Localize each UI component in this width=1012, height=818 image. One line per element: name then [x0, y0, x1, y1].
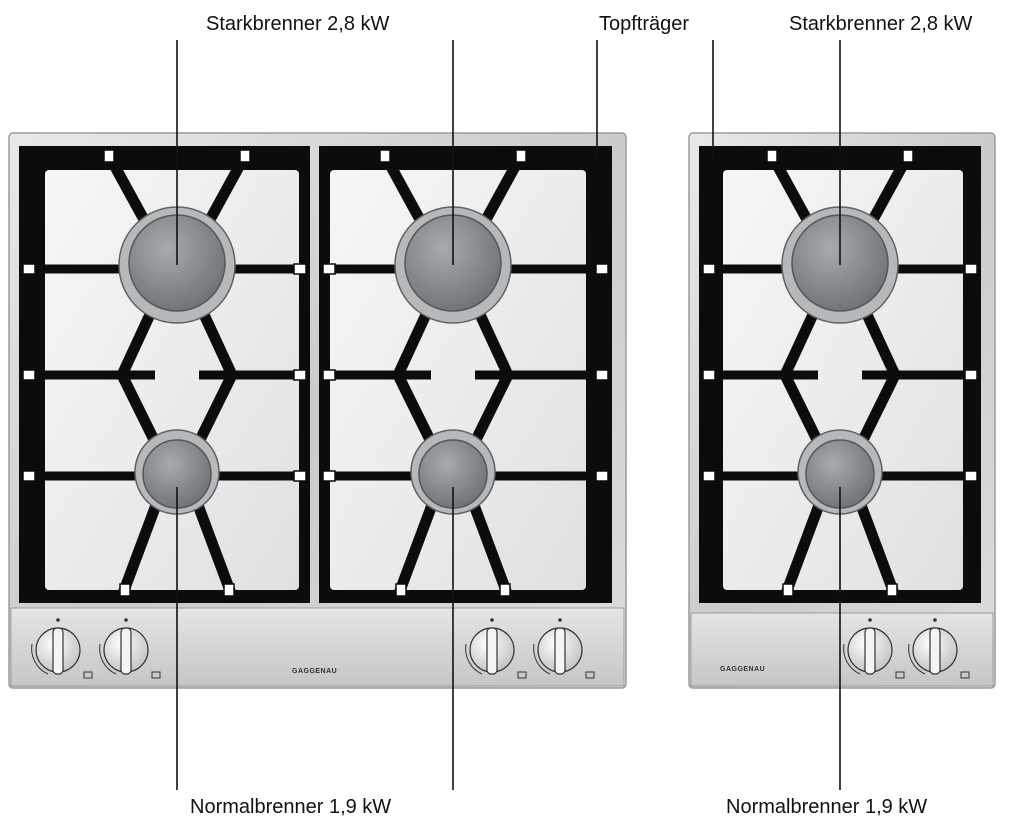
hob-left: GAGGENAU	[8, 132, 627, 689]
knob-indicator-4	[868, 618, 872, 622]
knob-handle-0	[52, 627, 64, 675]
grate-bar-diag-br-2	[852, 495, 901, 598]
grate-tip-bot-r-2	[886, 583, 898, 597]
grate-tip-0-2-l	[22, 470, 36, 482]
grate-tip-0-0-r	[293, 263, 307, 275]
knob-handle-4	[864, 627, 876, 675]
label-starkbrenner-right: Starkbrenner 2,8 kW	[789, 13, 973, 35]
grate-tip-0-1-l	[22, 369, 36, 381]
grate-bar-diag-bl-0	[116, 495, 165, 598]
grate-tip-bot-r-0	[223, 583, 235, 597]
knob-handle-3	[554, 627, 566, 675]
knob-indicator-1	[124, 618, 128, 622]
grate-tip-top-l-1	[379, 149, 391, 163]
knob-handle-5	[929, 627, 941, 675]
knob-scale-4	[843, 643, 861, 675]
knob-handle-2	[486, 627, 498, 675]
brand-right: GAGGENAU	[720, 666, 765, 673]
grate-bar-diag-br-1	[465, 495, 514, 598]
grate-tip-top-r-1	[515, 149, 527, 163]
plate-left-b	[330, 170, 586, 590]
grate-tip-1-1-l	[322, 369, 336, 381]
grate-tip-1-0-r	[595, 263, 609, 275]
burner-position-icon-1	[151, 671, 161, 679]
burner-position-icon-0	[83, 671, 93, 679]
knob-scale-5	[908, 643, 926, 675]
label-topftraeger: Topfträger	[599, 13, 689, 35]
label-starkbrenner-left: Starkbrenner 2,8 kW	[206, 13, 390, 35]
grate-tip-top-r-0	[239, 149, 251, 163]
knob-scale-3	[533, 643, 551, 675]
grate-tip-bot-l-0	[119, 583, 131, 597]
knob-indicator-0	[56, 618, 60, 622]
knob-indicator-5	[933, 618, 937, 622]
grate-tip-2-0-l	[702, 263, 716, 275]
grate-tip-top-l-0	[103, 149, 115, 163]
burners	[118, 206, 899, 515]
grate-tip-2-0-r	[964, 263, 978, 275]
label-normalbrenner-left: Normalbrenner 1,9 kW	[190, 796, 391, 818]
grate-bar-diag-bl-1	[392, 495, 441, 598]
grate-tip-2-1-l	[702, 369, 716, 381]
grate-tip-bot-r-1	[499, 583, 511, 597]
burner-position-icon-4	[895, 671, 905, 679]
burner-position-icon-3	[585, 671, 595, 679]
burner-position-icon-2	[517, 671, 527, 679]
grate-tip-1-1-r	[595, 369, 609, 381]
brand-left: GAGGENAU	[292, 668, 337, 675]
grate-tip-0-0-l	[22, 263, 36, 275]
leader-lines	[176, 40, 841, 790]
knob-indicator-3	[558, 618, 562, 622]
grate-tip-0-1-r	[293, 369, 307, 381]
label-normalbrenner-right: Normalbrenner 1,9 kW	[726, 796, 927, 818]
grate-tip-1-2-l	[322, 470, 336, 482]
grate-tip-1-2-r	[595, 470, 609, 482]
knob-scale-1	[99, 643, 117, 675]
grate-tip-bot-l-2	[782, 583, 794, 597]
grate-tip-2-2-r	[964, 470, 978, 482]
grate-tip-1-0-l	[322, 263, 336, 275]
control-knobs	[31, 618, 970, 679]
burner-position-icon-5	[960, 671, 970, 679]
knob-handle-1	[120, 627, 132, 675]
grate-tip-0-2-r	[293, 470, 307, 482]
plate-left-a	[45, 170, 299, 590]
grate-bar-diag-bl-2	[779, 495, 828, 598]
grate-tip-top-r-2	[902, 149, 914, 163]
grate-bar-diag-br-0	[189, 495, 238, 598]
grate-tip-2-2-l	[702, 470, 716, 482]
grate-tip-bot-l-1	[395, 583, 407, 597]
knob-scale-2	[465, 643, 483, 675]
grate-tip-2-1-r	[964, 369, 978, 381]
grate-tip-top-l-2	[766, 149, 778, 163]
knob-indicator-2	[490, 618, 494, 622]
knob-scale-0	[31, 643, 49, 675]
